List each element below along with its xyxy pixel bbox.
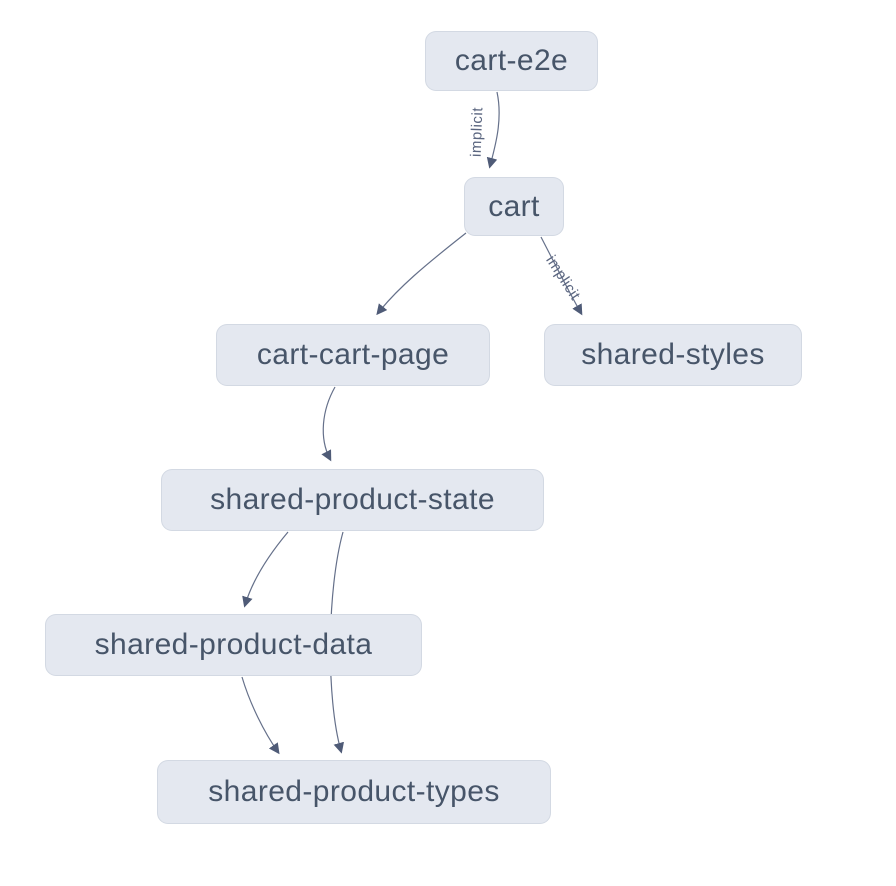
node-label: cart — [488, 189, 540, 223]
node-label: shared-product-state — [210, 483, 495, 516]
graph-node-shared-product-state[interactable]: shared-product-state — [161, 469, 544, 531]
edge-shared-product-state-to-shared-product-data — [242, 531, 289, 608]
edge-label-implicit-cart-e2e-cart: implicit — [467, 106, 487, 158]
edge-shared-product-data-to-shared-product-types — [241, 676, 280, 755]
node-label: cart-e2e — [454, 44, 569, 77]
node-label: shared-styles — [581, 338, 765, 371]
graph-node-cart-e2e[interactable]: cart-e2e — [425, 31, 598, 91]
graph-node-cart-cart-page[interactable]: cart-cart-page — [216, 324, 490, 386]
node-label: shared-product-types — [208, 775, 500, 808]
graph-node-shared-styles[interactable]: shared-styles — [544, 324, 802, 386]
graph-node-shared-product-data[interactable]: shared-product-data — [45, 614, 422, 676]
graph-node-cart[interactable]: cart — [464, 177, 564, 236]
edge-cart-to-cart-cart-page — [376, 232, 467, 316]
edge-cart-e2e-to-cart — [486, 91, 500, 169]
edge-cart-cart-page-to-shared-product-state — [321, 386, 336, 462]
graph-node-shared-product-types[interactable]: shared-product-types — [157, 760, 551, 824]
node-label: shared-product-data — [94, 628, 373, 661]
edge-cart-to-shared-styles — [540, 236, 583, 316]
node-label: cart-cart-page — [256, 338, 450, 371]
